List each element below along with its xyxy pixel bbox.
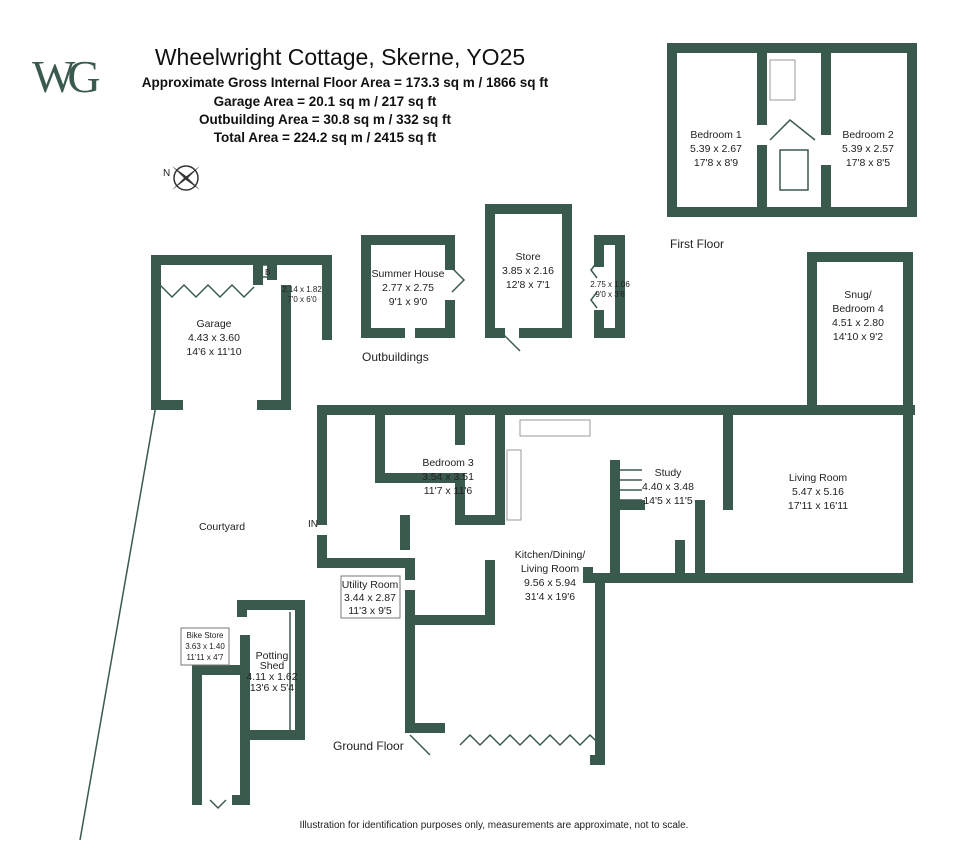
logo: WG xyxy=(32,51,101,102)
disclaimer: Illustration for identification purposes… xyxy=(300,820,689,831)
garage-plan xyxy=(151,255,332,410)
store-imperial: 12'8 x 7'1 xyxy=(506,279,550,291)
study-imperial: 14'5 x 11'5 xyxy=(643,495,693,507)
bike-store-name: Bike Store xyxy=(187,631,224,640)
garage-imperial: 14'6 x 11'10 xyxy=(186,346,241,358)
kitchen-metric: 9.56 x 5.94 xyxy=(524,577,576,589)
potting-shed-metric: 4.11 x 1.62 xyxy=(246,671,297,683)
bike-store-imperial: 11'11 x 4'7 xyxy=(186,653,224,662)
compass-north-label: N xyxy=(163,168,170,179)
living-room-metric: 5.47 x 5.16 xyxy=(792,486,844,498)
area-line-outbuilding: Outbuilding Area = 30.8 sq m / 332 sq ft xyxy=(199,112,451,127)
entrance-label: IN xyxy=(308,519,318,530)
bedroom2-name: Bedroom 2 xyxy=(842,129,894,141)
first-floor-label: First Floor xyxy=(670,237,724,251)
bedroom3-name: Bedroom 3 xyxy=(422,457,474,469)
utility-room-imperial: 11'3 x 9'5 xyxy=(348,605,392,617)
living-room-imperial: 17'11 x 16'11 xyxy=(788,500,848,512)
page-title: Wheelwright Cottage, Skerne, YO25 xyxy=(154,44,526,70)
kitchen-name-2: Living Room xyxy=(521,563,580,575)
bike-store-metric: 3.63 x 1.40 xyxy=(185,642,225,651)
area-line-garage: Garage Area = 20.1 sq m / 217 sq ft xyxy=(213,94,437,109)
bedroom1-metric: 5.39 x 2.67 xyxy=(690,143,742,155)
potting-shed-imperial: 13'6 x 5'4 xyxy=(250,682,294,694)
bedroom3-metric: 3.54 x 3.51 xyxy=(422,471,474,483)
potting-shed-name-2: Shed xyxy=(260,660,285,672)
snug-metric: 4.51 x 2.80 xyxy=(832,317,884,329)
summer-house-name: Summer House xyxy=(372,268,445,280)
garage-store-imperial: 7'0 x 6'0 xyxy=(287,295,317,304)
ground-floor-label: Ground Floor xyxy=(333,739,404,753)
ground-floor-plan xyxy=(79,252,915,841)
area-line-total: Total Area = 224.2 sq m / 2415 sq ft xyxy=(213,130,437,145)
living-room-name: Living Room xyxy=(789,472,848,484)
garage-name: Garage xyxy=(196,318,231,330)
small-store-imperial: 9'0 x 3'6 xyxy=(595,290,625,299)
garage-metric: 4.43 x 3.60 xyxy=(188,332,240,344)
bedroom3-imperial: 11'7 x 11'6 xyxy=(424,485,473,497)
outbuildings-plan xyxy=(361,204,625,352)
bike-store-label-box xyxy=(180,627,230,666)
utility-room-name: Utility Room xyxy=(342,579,399,591)
compass-icon xyxy=(172,165,200,191)
boiler-badge: B xyxy=(265,268,270,277)
utility-room-label-box xyxy=(340,575,401,619)
store-name: Store xyxy=(515,251,540,263)
bedroom1-imperial: 17'8 x 8'9 xyxy=(694,157,738,169)
first-floor-plan xyxy=(667,43,917,217)
utility-room-metric: 3.44 x 2.87 xyxy=(344,592,396,604)
snug-name-2: Bedroom 4 xyxy=(832,303,884,315)
bedroom2-metric: 5.39 x 2.57 xyxy=(842,143,894,155)
summer-house-metric: 2.77 x 2.75 xyxy=(382,282,434,294)
kitchen-imperial: 31'4 x 19'6 xyxy=(525,591,575,603)
small-store-metric: 2.75 x 1.06 xyxy=(590,280,630,289)
potting-shed-plan xyxy=(192,600,305,810)
study-name: Study xyxy=(655,467,683,479)
store-metric: 3.85 x 2.16 xyxy=(502,265,554,277)
potting-shed-name-1: Potting xyxy=(256,650,289,662)
outbuildings-label: Outbuildings xyxy=(362,350,429,364)
summer-house-imperial: 9'1 x 9'0 xyxy=(389,296,428,308)
snug-name-1: Snug/ xyxy=(844,289,872,301)
area-line-gross: Approximate Gross Internal Floor Area = … xyxy=(141,75,549,90)
study-metric: 4.40 x 3.48 xyxy=(642,481,694,493)
snug-imperial: 14'10 x 9'2 xyxy=(833,331,883,343)
garage-store-metric: 2.14 x 1.82 xyxy=(282,285,322,294)
courtyard-label: Courtyard xyxy=(199,521,245,533)
kitchen-name-1: Kitchen/Dining/ xyxy=(515,549,586,561)
bedroom2-imperial: 17'8 x 8'5 xyxy=(846,157,890,169)
bedroom1-name: Bedroom 1 xyxy=(690,129,742,141)
